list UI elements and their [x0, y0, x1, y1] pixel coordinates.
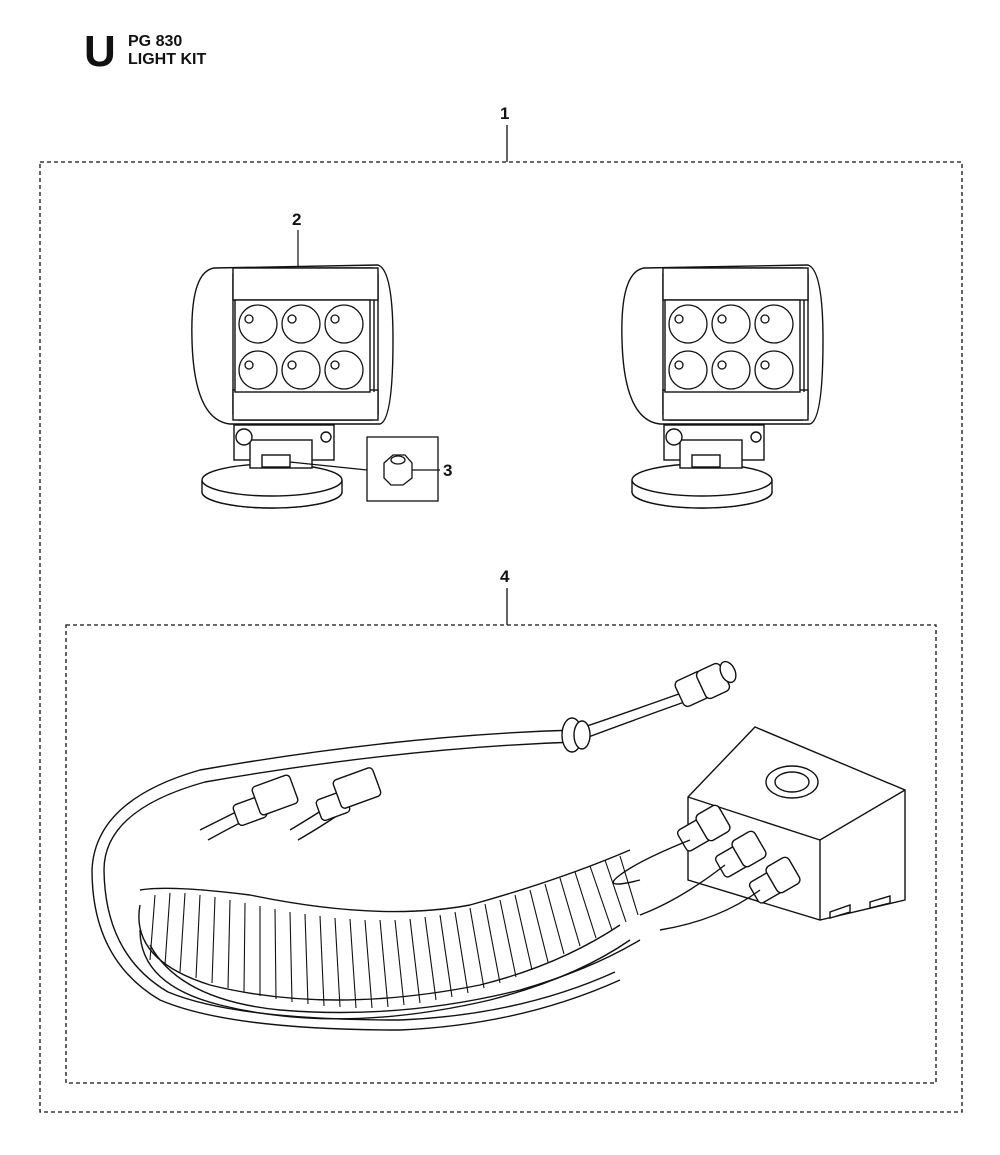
- work-light-right: [621, 264, 824, 509]
- section-letter: U: [84, 27, 116, 76]
- callout-3: 3: [443, 461, 452, 480]
- work-light-left: [191, 230, 394, 509]
- page-title: LIGHT KIT: [128, 51, 207, 68]
- model-label: PG 830: [128, 33, 183, 50]
- callout-4: 4: [500, 567, 510, 586]
- harness-outline: [65, 588, 937, 1084]
- nut-detail: [289, 436, 440, 502]
- kit-outline: [39, 125, 963, 1113]
- callout-2: 2: [292, 210, 301, 229]
- callout-1: 1: [500, 104, 509, 123]
- wiring-harness: [91, 660, 906, 1031]
